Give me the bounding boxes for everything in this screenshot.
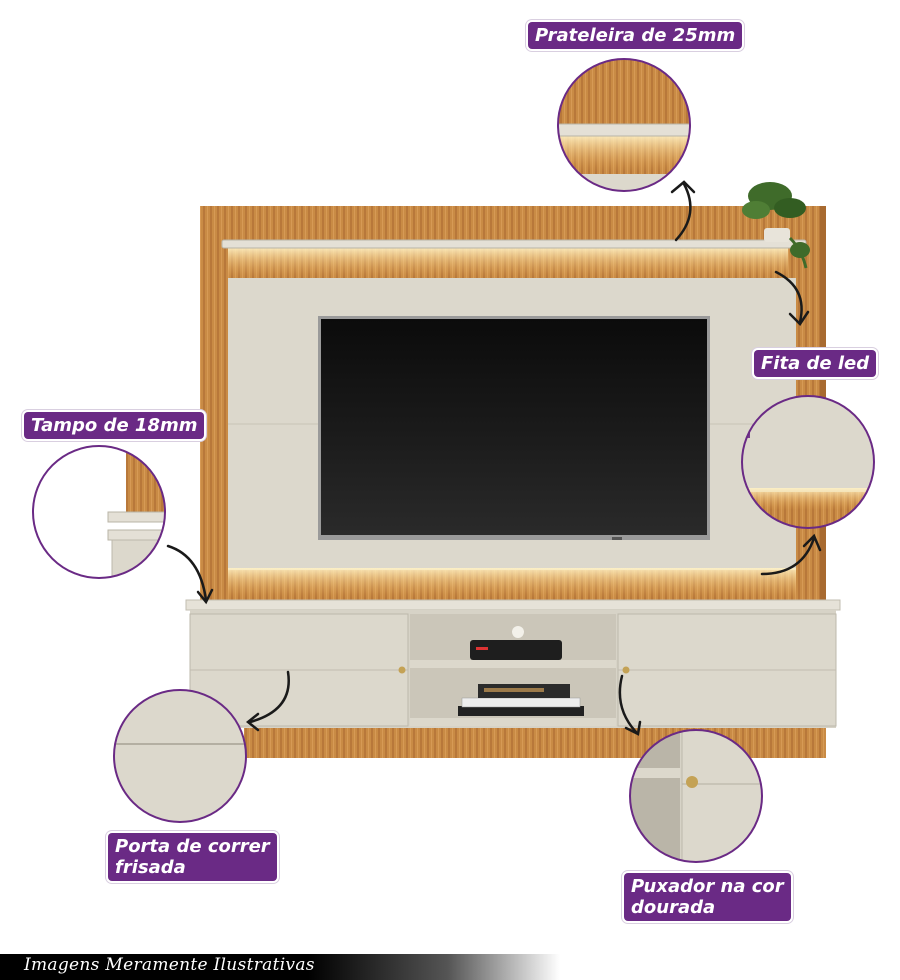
plant-icon: [742, 182, 810, 269]
label-porta-line2: frisada: [115, 857, 186, 878]
top-shelf: [221, 239, 807, 278]
label-puxador: Puxador na cor dourada: [624, 873, 791, 921]
label-fita-led: Fita de led: [754, 350, 877, 377]
led-strip-bottom: [228, 568, 796, 598]
label-puxador-line2: dourada: [631, 897, 716, 918]
label-prateleira: Prateleira de 25mm: [528, 22, 743, 49]
detail-circle-top: [32, 445, 166, 579]
tv-rack: [185, 599, 841, 758]
gold-handle-icon: [686, 776, 698, 788]
label-porta: Porta de correr frisada: [108, 833, 277, 881]
footer-bar: [0, 954, 560, 980]
label-porta-line1: Porta de correr: [115, 836, 270, 857]
detail-circle-door: [113, 689, 247, 823]
footer-disclaimer: Imagens Meramente Ilustrativas: [24, 955, 315, 975]
curved-arrow-icon: [166, 180, 822, 736]
detail-circle-shelf: [557, 58, 691, 192]
cable-box-icon: [470, 640, 562, 660]
books-icon: [458, 684, 584, 716]
label-puxador-line1: Puxador na cor: [631, 876, 784, 897]
television: [318, 316, 710, 540]
label-tampo: Tampo de 18mm: [24, 412, 205, 439]
